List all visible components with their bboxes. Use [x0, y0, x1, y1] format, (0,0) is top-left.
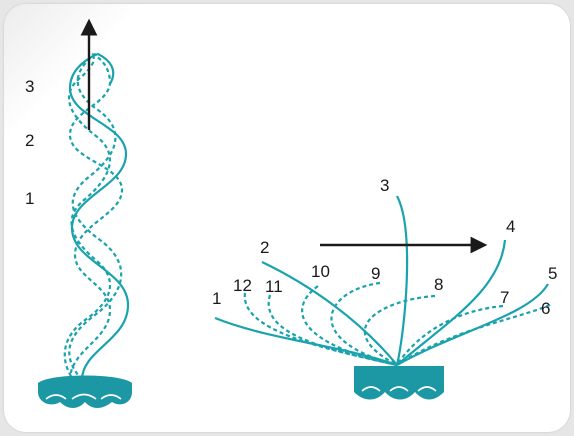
left-dashed-strand-b — [65, 55, 110, 382]
left-label-1: 1 — [25, 189, 34, 208]
right-label-7: 7 — [500, 288, 509, 307]
right-label-11: 11 — [265, 277, 283, 296]
right-label-8: 8 — [434, 275, 443, 294]
left-figure — [65, 52, 128, 382]
right-label-10: 10 — [311, 262, 330, 281]
right-suction-base-icon — [354, 366, 444, 400]
right-label-4: 4 — [506, 217, 515, 236]
right-label-2: 2 — [260, 238, 269, 257]
left-suction-base-icon — [38, 376, 132, 409]
left-dashed-strand-a — [69, 52, 121, 380]
right-label-12: 12 — [233, 276, 252, 295]
left-label-3: 3 — [25, 77, 34, 96]
left-label-2: 2 — [25, 131, 34, 150]
right-label-1: 1 — [212, 289, 221, 308]
right-label-6: 6 — [541, 299, 550, 318]
right-curve-3 — [397, 196, 407, 365]
right-label-5: 5 — [548, 264, 557, 283]
right-curve-6 — [397, 305, 550, 365]
left-dashed-strand-c — [70, 54, 122, 380]
right-label-9: 9 — [371, 264, 380, 283]
right-curve-5 — [397, 284, 548, 365]
right-label-3: 3 — [380, 176, 389, 195]
left-solid-strand — [70, 54, 128, 380]
